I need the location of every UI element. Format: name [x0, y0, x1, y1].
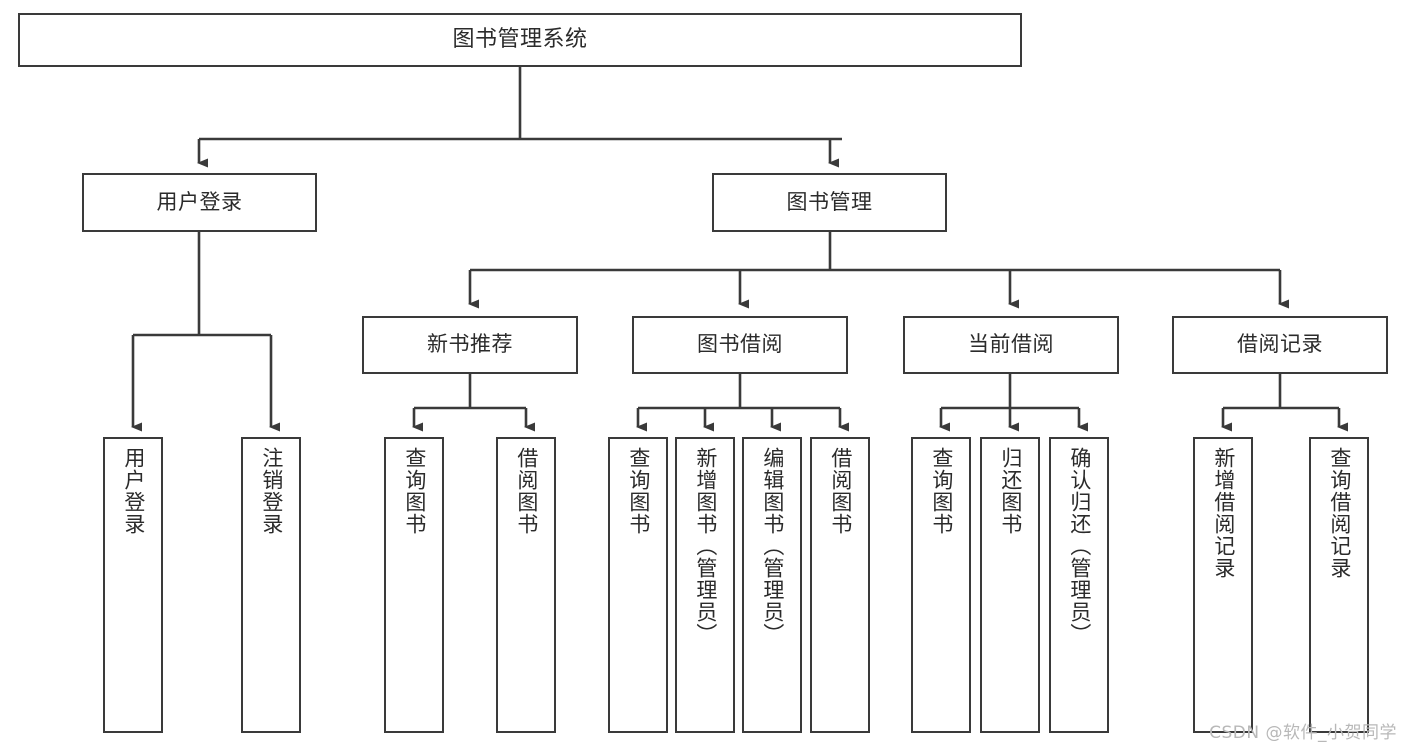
node-book-management[interactable]: 图书管理: [712, 173, 947, 232]
node-leaf-borrow-book-2-label: 借阅图书: [828, 447, 853, 535]
node-leaf-query-record-label: 查询借阅记录: [1327, 447, 1352, 579]
node-user-login[interactable]: 用户登录: [82, 173, 317, 232]
node-leaf-edit-book-label: 编辑图书（管理员）: [760, 447, 785, 645]
node-leaf-add-book[interactable]: 新增图书（管理员）: [675, 437, 735, 733]
node-current-borrow-label: 当前借阅: [968, 332, 1054, 357]
node-leaf-logout-login-label: 注销登录: [259, 447, 284, 535]
node-book-borrow[interactable]: 图书借阅: [632, 316, 848, 374]
node-leaf-return-book-label: 归还图书: [998, 447, 1023, 535]
node-leaf-user-login[interactable]: 用户登录: [103, 437, 163, 733]
node-borrow-record-label: 借阅记录: [1237, 332, 1323, 357]
node-leaf-logout-login[interactable]: 注销登录: [241, 437, 301, 733]
node-new-book-recommend[interactable]: 新书推荐: [362, 316, 578, 374]
node-leaf-query-record[interactable]: 查询借阅记录: [1309, 437, 1369, 733]
node-leaf-confirm-return-label: 确认归还（管理员）: [1067, 447, 1092, 645]
node-leaf-add-book-label: 新增图书（管理员）: [693, 447, 718, 645]
node-book-borrow-label: 图书借阅: [697, 332, 783, 357]
node-leaf-query-book-1-label: 查询图书: [402, 447, 427, 535]
node-leaf-edit-book[interactable]: 编辑图书（管理员）: [742, 437, 802, 733]
node-borrow-record[interactable]: 借阅记录: [1172, 316, 1388, 374]
node-leaf-query-book-3[interactable]: 查询图书: [911, 437, 971, 733]
node-root-label: 图书管理系统: [452, 26, 588, 52]
node-leaf-borrow-book-1[interactable]: 借阅图书: [496, 437, 556, 733]
node-new-book-recommend-label: 新书推荐: [427, 332, 513, 357]
node-leaf-add-record[interactable]: 新增借阅记录: [1193, 437, 1253, 733]
node-book-management-label: 图书管理: [786, 189, 873, 214]
node-leaf-query-book-3-label: 查询图书: [929, 447, 954, 535]
node-leaf-add-record-label: 新增借阅记录: [1211, 447, 1236, 579]
node-root[interactable]: 图书管理系统: [18, 13, 1022, 67]
node-leaf-borrow-book-2[interactable]: 借阅图书: [810, 437, 870, 733]
node-leaf-user-login-label: 用户登录: [121, 447, 146, 535]
node-leaf-return-book[interactable]: 归还图书: [980, 437, 1040, 733]
node-leaf-confirm-return[interactable]: 确认归还（管理员）: [1049, 437, 1109, 733]
node-leaf-query-book-2[interactable]: 查询图书: [608, 437, 668, 733]
node-current-borrow[interactable]: 当前借阅: [903, 316, 1119, 374]
node-leaf-borrow-book-1-label: 借阅图书: [514, 447, 539, 535]
node-leaf-query-book-1[interactable]: 查询图书: [384, 437, 444, 733]
node-leaf-query-book-2-label: 查询图书: [626, 447, 651, 535]
node-user-login-label: 用户登录: [156, 189, 243, 214]
